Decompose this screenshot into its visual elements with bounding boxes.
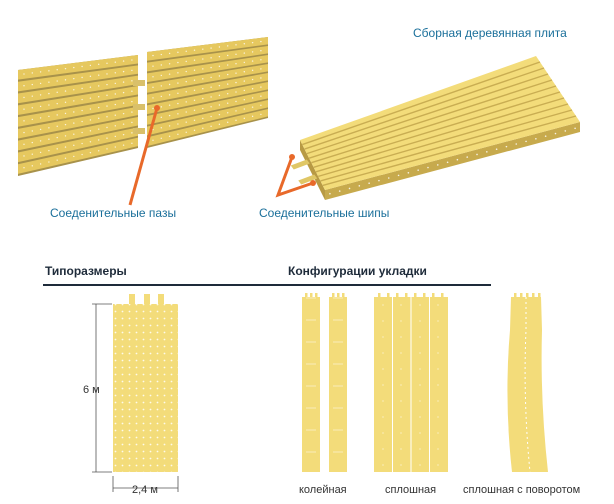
size-panel	[113, 294, 178, 472]
grooved-panel-left	[18, 55, 138, 176]
section-heading-configs: Конфигурации укладки	[288, 264, 427, 278]
height-dimension-label: 6 м	[83, 384, 100, 396]
config-solid-turn	[507, 293, 548, 473]
config-track	[302, 293, 347, 472]
config-label-solid-turn: сплошная с поворотом	[463, 484, 581, 496]
diagram-title: Сборная деревянная плита	[413, 26, 567, 40]
groove-callout-label: Соеденительные пазы	[50, 206, 177, 220]
config-label-solid: сплошная	[385, 484, 437, 496]
config-label-track: колейная	[299, 484, 347, 496]
tenon-callout-dot-2	[310, 180, 316, 186]
grooved-panel-right	[147, 37, 268, 148]
config-solid	[374, 293, 448, 472]
tenon-callout-label: Соеденительные шипы	[259, 206, 390, 220]
section-heading-sizes: Типоразмеры	[45, 264, 127, 278]
tenon-callout-dot-1	[289, 154, 295, 160]
assembled-plate	[290, 56, 580, 200]
groove-callout-line	[128, 107, 159, 206]
groove-callout-dot	[154, 105, 160, 111]
section-divider	[43, 284, 491, 286]
tenon-callout-line	[275, 156, 314, 198]
tenon-stubs	[133, 80, 145, 134]
width-dimension-label: 2,4 м	[132, 484, 158, 496]
callout-lines	[128, 105, 316, 206]
dimension-lines	[92, 303, 179, 492]
